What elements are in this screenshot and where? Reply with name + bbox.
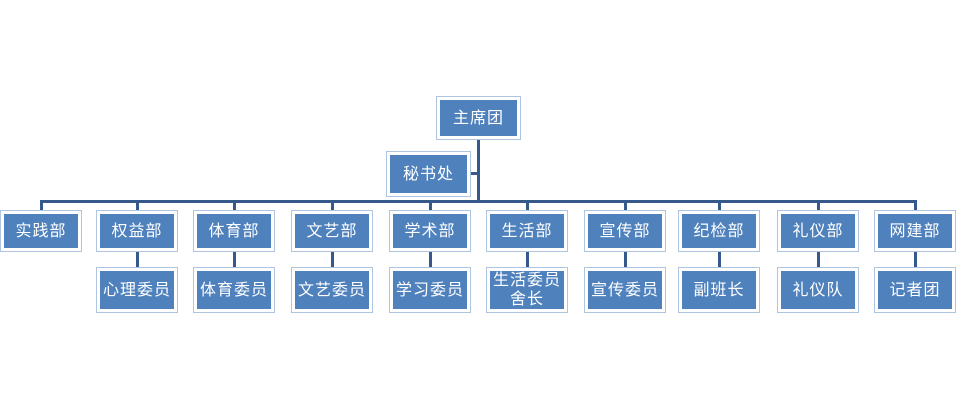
connector-sub-stub <box>914 250 917 269</box>
dept-box-practice: 实践部 <box>1 211 81 251</box>
dept-box-academic: 学术部 <box>390 211 470 251</box>
connector-main-rail <box>40 200 917 203</box>
dept-box-discipline: 纪检部 <box>679 211 759 251</box>
sub-label: 记者团 <box>889 281 941 299</box>
sub-box-psychology: 心理委员 <box>97 268 177 312</box>
sub-label: 体育委员 <box>199 281 268 299</box>
connector-trunk-vertical <box>477 139 480 203</box>
secretariat-label: 秘书处 <box>402 165 454 183</box>
sub-box-etiquette-team: 礼仪队 <box>778 268 858 312</box>
dept-label: 权益部 <box>111 222 163 240</box>
connector-dept-stub <box>136 201 139 212</box>
sub-label: 生活委员舍长 <box>492 272 561 308</box>
connector-dept-stub <box>718 201 721 212</box>
connector-sub-stub <box>624 250 627 269</box>
connector-dept-stub <box>526 201 529 212</box>
connector-secretariat-stub <box>469 172 478 175</box>
sub-label: 学习委员 <box>395 281 464 299</box>
connector-sub-stub <box>136 250 139 269</box>
sub-box-publicity-committee: 宣传委员 <box>585 268 665 312</box>
dept-label: 礼仪部 <box>792 222 844 240</box>
sub-box-study-committee: 学习委员 <box>390 268 470 312</box>
dept-label: 纪检部 <box>693 222 745 240</box>
sub-label: 心理委员 <box>102 281 171 299</box>
presidium-label: 主席团 <box>452 109 504 127</box>
sub-box-sports-committee: 体育委员 <box>194 268 274 312</box>
dept-label: 文艺部 <box>306 222 358 240</box>
sub-label: 文艺委员 <box>297 281 366 299</box>
sub-label: 礼仪队 <box>792 281 844 299</box>
sub-box-arts-committee: 文艺委员 <box>292 268 372 312</box>
connector-sub-stub <box>331 250 334 269</box>
dept-box-etiquette: 礼仪部 <box>778 211 858 251</box>
dept-box-arts: 文艺部 <box>292 211 372 251</box>
sub-box-reporter-team: 记者团 <box>875 268 955 312</box>
connector-dept-stub <box>914 201 917 212</box>
dept-label: 学术部 <box>404 222 456 240</box>
sub-label: 宣传委员 <box>590 281 659 299</box>
connector-sub-stub <box>526 250 529 269</box>
connector-dept-stub <box>233 201 236 212</box>
connector-sub-stub <box>429 250 432 269</box>
dept-label: 体育部 <box>208 222 260 240</box>
sub-box-vice-monitor: 副班长 <box>679 268 759 312</box>
dept-box-sports: 体育部 <box>194 211 274 251</box>
connector-dept-stub <box>40 201 43 212</box>
dept-label: 宣传部 <box>599 222 651 240</box>
connector-dept-stub <box>429 201 432 212</box>
connector-sub-stub <box>817 250 820 269</box>
dept-box-rights: 权益部 <box>97 211 177 251</box>
connector-dept-stub <box>624 201 627 212</box>
connector-sub-stub <box>718 250 721 269</box>
connector-sub-stub <box>233 250 236 269</box>
dept-box-publicity: 宣传部 <box>585 211 665 251</box>
connector-dept-stub <box>817 201 820 212</box>
sub-box-life-committee: 生活委员舍长 <box>487 268 567 312</box>
dept-label: 实践部 <box>15 222 67 240</box>
connector-dept-stub <box>331 201 334 212</box>
secretariat-box: 秘书处 <box>387 152 470 196</box>
presidium-box: 主席团 <box>437 97 520 139</box>
sub-label: 副班长 <box>693 281 745 299</box>
dept-label: 网建部 <box>889 222 941 240</box>
dept-label: 生活部 <box>501 222 553 240</box>
dept-box-web: 网建部 <box>875 211 955 251</box>
dept-box-life: 生活部 <box>487 211 567 251</box>
